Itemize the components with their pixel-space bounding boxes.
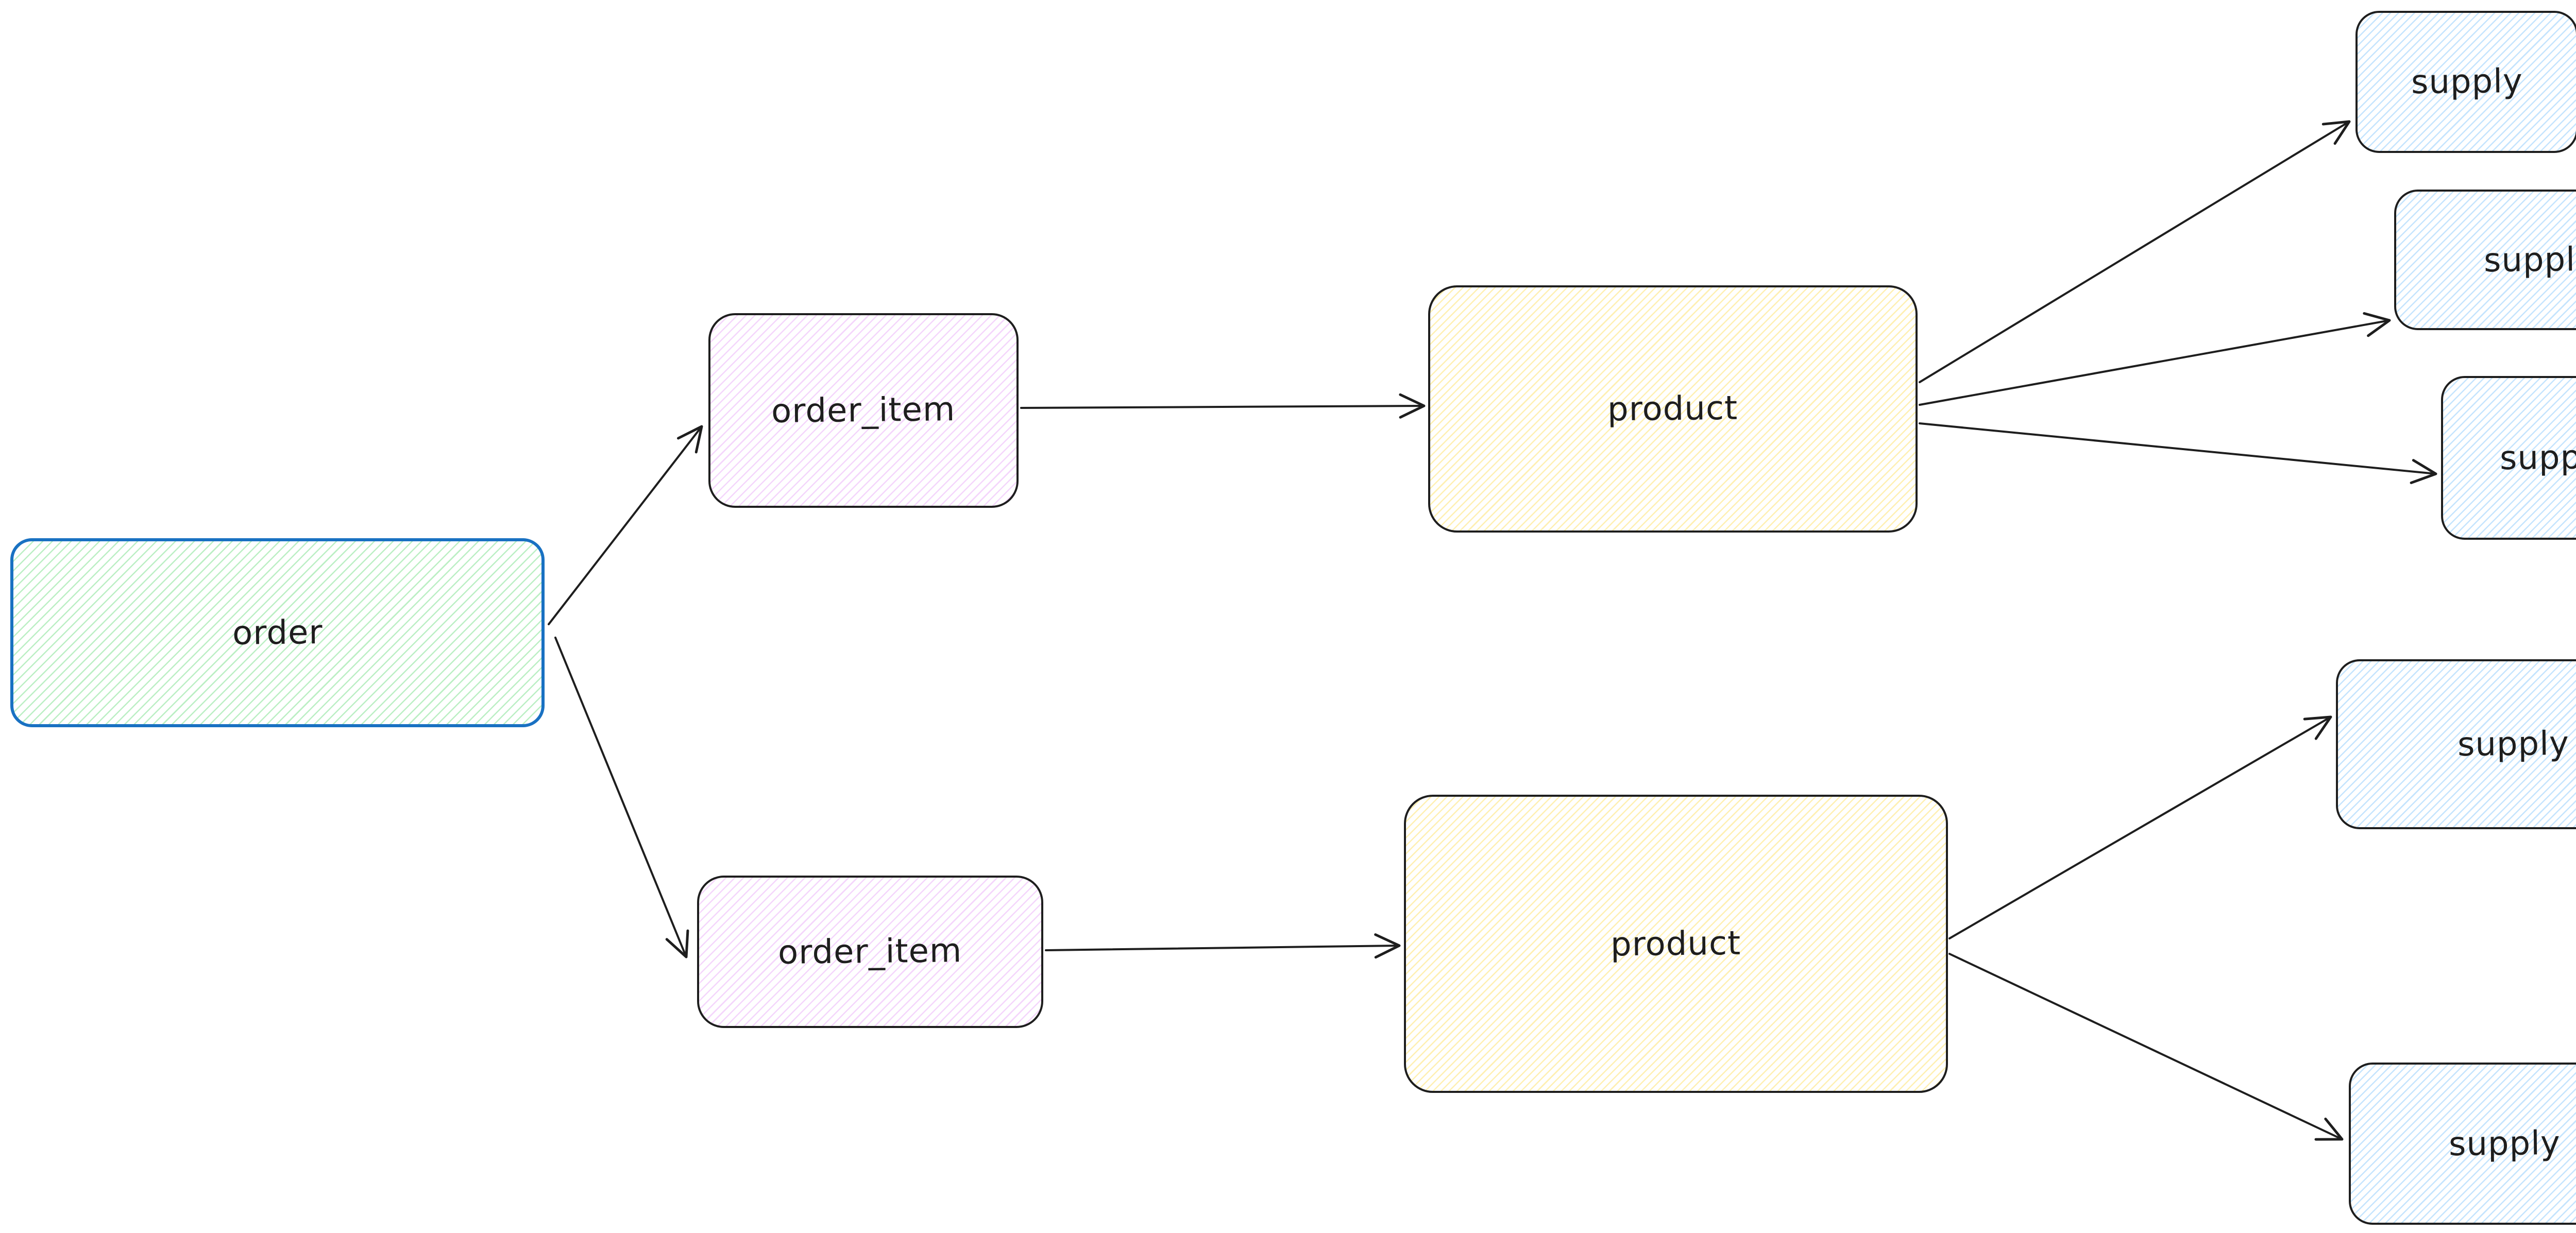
node-order-item-2: order_item [697,876,1043,1028]
node-supply-1: supply [2355,11,2576,153]
node-supply-4: supply [2336,659,2576,829]
arrow-order-to-order-item-2 [554,637,689,958]
node-supply-1-label: supply [2411,62,2523,102]
node-supply-3-label: supply [2499,438,2576,478]
node-order-label: order [232,613,323,653]
node-product-1: product [1428,285,1918,533]
arrow-order-item-2-to-product-2 [1045,933,1401,959]
node-order-item-1-label: order_item [771,390,956,431]
node-supply-3: supply [2441,376,2576,540]
arrow-order-to-order-item-1 [548,425,703,625]
node-supply-5-label: supply [2448,1124,2561,1163]
arrow-product-1-to-supply-2 [1919,312,2391,406]
node-product-2-label: product [1611,924,1741,964]
arrow-order-item-1-to-product-1 [1020,393,1426,419]
arrow-product-1-to-supply-1 [1919,120,2351,383]
node-order-item-2-label: order_item [777,932,963,972]
node-supply-2: supply [2394,190,2576,330]
node-supply-4-label: supply [2457,724,2569,764]
node-product-1-label: product [1607,389,1738,429]
node-product-2: product [1404,795,1948,1093]
node-order: order [10,538,545,727]
node-supply-2-label: supply [2483,240,2576,280]
arrow-product-2-to-supply-5 [1948,953,2344,1141]
node-supply-5: supply [2349,1063,2576,1225]
arrow-product-1-to-supply-3 [1919,422,2437,484]
node-order-item-1: order_item [708,313,1019,508]
arrow-product-2-to-supply-4 [1948,715,2332,939]
